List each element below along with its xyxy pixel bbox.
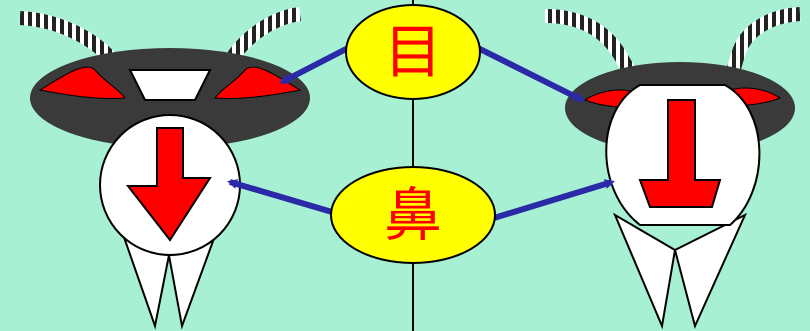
- arrow-nose-to-left: [227, 179, 333, 215]
- nose-label-bubble: 鼻: [330, 166, 496, 264]
- right-figure: [544, 7, 801, 330]
- left-eye-left: [38, 66, 126, 100]
- arrow-eye-to-right: [476, 45, 585, 103]
- left-nose-arrow-shape: [125, 127, 212, 242]
- right-mandible-2: [673, 212, 748, 329]
- eye-label-ellipse: [345, 4, 481, 100]
- nose-label-ellipse: [330, 166, 496, 264]
- left-figure: [19, 7, 310, 330]
- right-nose-t-shape: [638, 99, 722, 208]
- arrow-nose-to-right: [493, 179, 615, 221]
- left-head-trapezoid: [128, 69, 212, 101]
- eye-label-bubble: 目: [345, 4, 481, 100]
- nose-label-text: 鼻: [384, 181, 442, 249]
- eye-label-text: 目: [384, 18, 442, 86]
- right-mandible-1: [612, 212, 677, 330]
- left-eye-right: [214, 66, 302, 100]
- arrow-eye-to-left: [279, 45, 350, 85]
